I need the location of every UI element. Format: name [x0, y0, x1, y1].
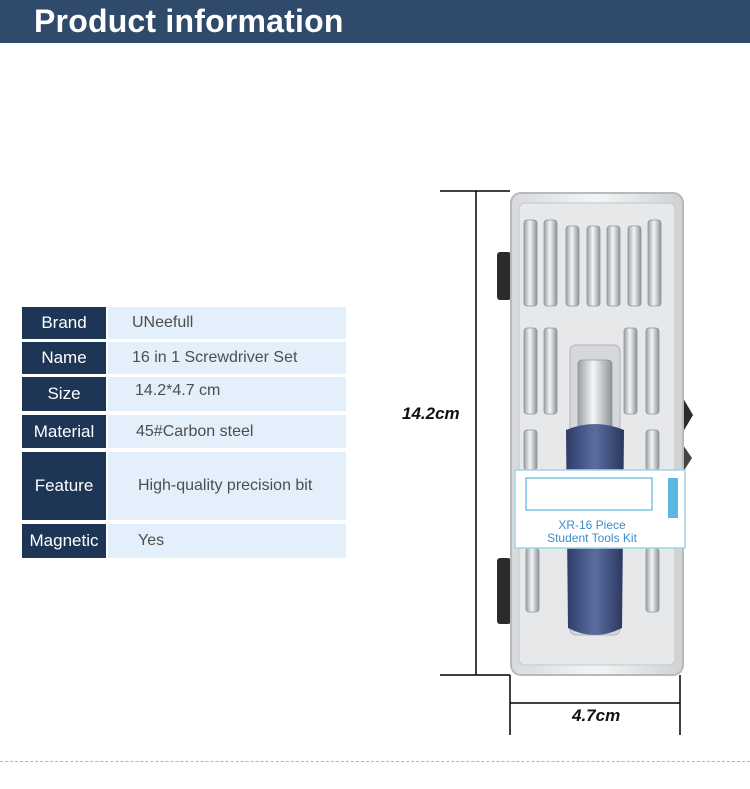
width-dimension	[509, 675, 681, 735]
bit-row-bottom	[523, 429, 660, 613]
screwdriver-set-illustration: XR-16 Piece Student Tools Kit	[440, 190, 693, 735]
spec-value: 16 in 1 Screwdriver Set	[108, 342, 346, 374]
spec-value: UNeefull	[108, 307, 346, 339]
bit-row-top	[523, 219, 662, 307]
spec-row-magnetic: Magnetic Yes	[22, 524, 346, 558]
height-label: 14.2cm	[402, 404, 460, 423]
spec-row-size: Size 14.2*4.7 cm	[22, 377, 346, 411]
spec-value: High-quality precision bit	[108, 452, 346, 520]
header-banner: Product information	[0, 0, 750, 43]
width-label: 4.7cm	[572, 706, 621, 725]
box-label: XR-16 Piece Student Tools Kit	[514, 469, 686, 549]
spec-label: Brand	[22, 307, 106, 339]
spec-label: Name	[22, 342, 106, 374]
bit-row-middle	[523, 327, 660, 415]
divider	[0, 761, 750, 762]
spec-value: Yes	[108, 524, 346, 558]
spec-label: Material	[22, 415, 106, 448]
box-label-line1: XR-16 Piece	[558, 518, 626, 532]
spec-value: 45#Carbon steel	[108, 415, 346, 448]
spec-row-material: Material 45#Carbon steel	[22, 415, 346, 448]
spec-row-name: Name 16 in 1 Screwdriver Set	[22, 342, 346, 374]
spec-label: Magnetic	[22, 524, 106, 558]
spec-value: 14.2*4.7 cm	[108, 377, 346, 411]
spec-label: Feature	[22, 452, 106, 520]
page-title: Product information	[34, 3, 344, 39]
height-dimension	[440, 190, 510, 676]
latch-icon	[497, 558, 511, 624]
spec-row-feature: Feature High-quality precision bit	[22, 452, 346, 520]
spec-row-brand: Brand UNeefull	[22, 307, 346, 339]
spec-label: Size	[22, 377, 106, 411]
box-label-line2: Student Tools Kit	[547, 531, 638, 545]
latch-icon	[497, 252, 511, 300]
